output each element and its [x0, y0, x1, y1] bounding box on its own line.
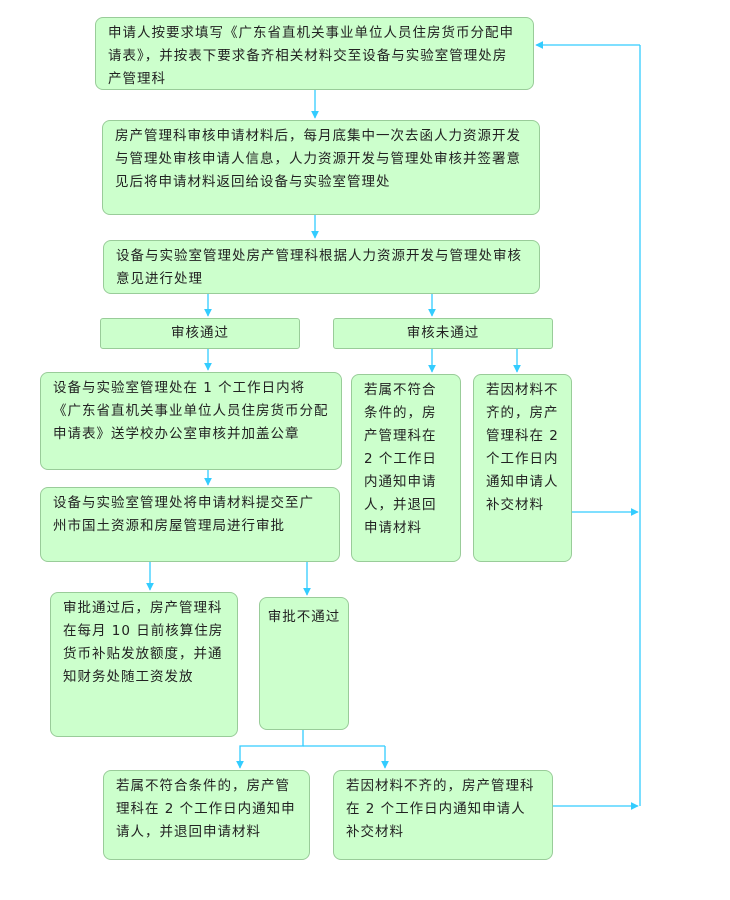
step-process-review: 设备与实验室管理处房产管理科根据人力资源开发与管理处审核意见进行处理: [103, 240, 540, 294]
step-school-office-stamp: 设备与实验室管理处在 1 个工作日内将《广东省直机关事业单位人员住房货币分配申请…: [40, 372, 342, 470]
connector-rejected-split: [239, 730, 304, 766]
step-submit-application: 申请人按要求填写《广东省直机关事业单位人员住房货币分配申请表》，并按表下要求备齐…: [95, 17, 534, 90]
step-submit-to-bureau: 设备与实验室管理处将申请材料提交至广州市国土资源和房屋管理局进行审批: [40, 487, 340, 562]
step-review-materials: 房产管理科审核申请材料后，每月底集中一次去函人力资源开发与管理处审核申请人信息，…: [102, 120, 540, 215]
step-fail-incomplete: 若因材料不齐的，房产管理科在 2 个工作日内通知申请人补交材料: [473, 374, 572, 562]
step-fail-ineligible: 若属不符合条件的，房产管理科在 2 个工作日内通知申请人，并退回申请材料: [351, 374, 461, 562]
step-rejected-incomplete: 若因材料不齐的，房产管理科在 2 个工作日内通知申请人补交材料: [333, 770, 553, 860]
step-rejected-ineligible: 若属不符合条件的，房产管理科在 2 个工作日内通知申请人，并退回申请材料: [103, 770, 310, 860]
label-review-pass: 审核通过: [100, 318, 300, 349]
label-review-fail: 审核未通过: [333, 318, 553, 349]
step-rejected: 审批不通过: [259, 597, 349, 730]
step-approved: 审批通过后，房产管理科在每月 10 日前核算住房货币补贴发放额度，并通知财务处随…: [50, 592, 238, 737]
